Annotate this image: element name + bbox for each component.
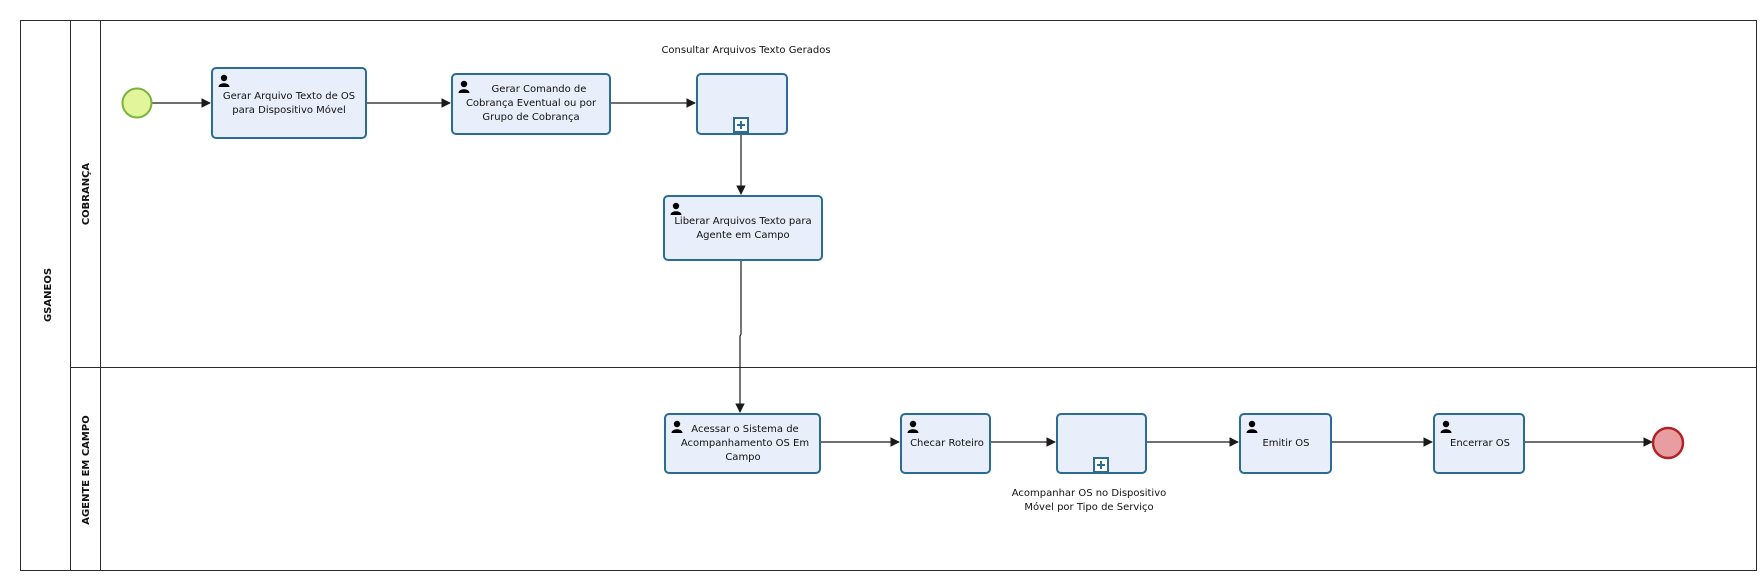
start-event[interactable] <box>121 87 153 119</box>
task-label-line: Cobrança Eventual ou por <box>466 98 597 109</box>
task-label-line: Campo <box>725 452 760 463</box>
task-label-line: Liberar Arquivos Texto para <box>674 216 811 227</box>
task-emitir-os[interactable]: Emitir OS <box>1239 413 1332 474</box>
plus-square-icon[interactable] <box>733 117 749 133</box>
task-label-line: Acompanhamento OS Em <box>681 438 809 449</box>
lane-label-agente: AGENTE EM CAMPO <box>81 415 92 524</box>
task-label-line: Agente em Campo <box>696 230 789 241</box>
plus-square-icon[interactable] <box>1093 457 1109 473</box>
task-label-line: Gerar Comando de <box>492 84 587 95</box>
task-label-line: Acessar o Sistema de <box>691 424 798 435</box>
task-label-line: Emitir OS <box>1262 438 1309 449</box>
task-label-line: Gerar Arquivo Texto de OS <box>223 91 355 102</box>
subprocess-label: Consultar Arquivos Texto Gerados <box>661 45 830 56</box>
task-checar-roteiro[interactable]: Checar Roteiro <box>900 413 991 474</box>
task-gerar-arquivo[interactable]: Gerar Arquivo Texto de OS para Dispositi… <box>211 67 367 139</box>
sequence-flows <box>152 98 1653 447</box>
pool: GSANEOS COBRANÇA AGENTE EM CAMPO <box>20 20 1757 571</box>
task-encerrar-os[interactable]: Encerrar OS <box>1433 413 1525 474</box>
task-gerar-comando[interactable]: Gerar Comando de Cobrança Eventual ou po… <box>451 73 611 135</box>
subprocess-consultar[interactable]: Consultar Arquivos Texto Gerados <box>661 45 831 135</box>
pool-border <box>20 20 1757 571</box>
subprocess-label-line: Móvel por Tipo de Serviço <box>1024 501 1153 513</box>
task-label-line: Checar Roteiro <box>910 438 984 449</box>
pool-label: GSANEOS <box>43 268 54 322</box>
task-liberar[interactable]: Liberar Arquivos Texto para Agente em Ca… <box>663 195 823 261</box>
lane-label-cobranca: COBRANÇA <box>81 163 92 226</box>
subprocess-label-line: Acompanhar OS no Dispositivo <box>1012 488 1167 499</box>
task-label-line: Grupo de Cobrança <box>482 112 579 123</box>
flow-liberar-to-acessar <box>735 260 745 413</box>
subprocess-acompanhar[interactable]: Acompanhar OS no Dispositivo Móvel por T… <box>1012 413 1167 513</box>
task-label-line: Encerrar OS <box>1450 438 1510 449</box>
task-acessar[interactable]: Acessar o Sistema de Acompanhamento OS E… <box>664 413 821 474</box>
task-label-line: para Dispositivo Móvel <box>232 104 346 116</box>
end-event[interactable] <box>1651 426 1685 460</box>
